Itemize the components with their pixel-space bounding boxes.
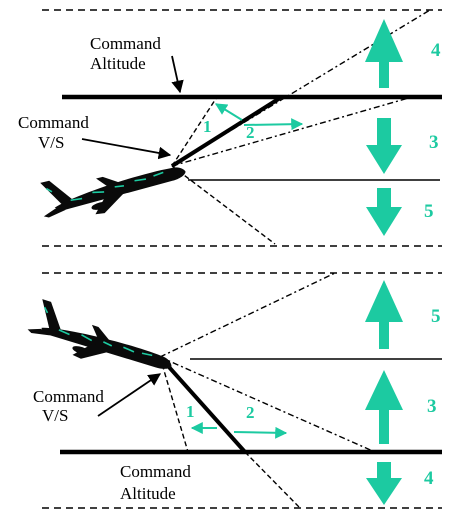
arrow-1-label: 1 (186, 402, 195, 421)
arrow-down-icon (366, 118, 402, 174)
command-vs-label: V/S (42, 406, 69, 425)
vs-callout-arrow (97, 373, 162, 417)
command-altitude-label: Altitude (120, 484, 176, 503)
arrow-2-label: 2 (246, 123, 255, 142)
region-label-4: 4 (431, 40, 441, 61)
command-vs-label: Command (33, 387, 104, 406)
region-label-4: 4 (424, 468, 434, 489)
vs-callout-arrow (81, 138, 172, 160)
envelope-lines (159, 272, 376, 509)
command-vs-label: V/S (38, 133, 65, 152)
command-vs-line (170, 96, 282, 168)
arrow-up-icon (365, 280, 403, 349)
arrow-1 (214, 103, 243, 121)
arrow-up-icon (365, 370, 403, 444)
envelope-lines (171, 9, 431, 245)
command-altitude-label: Command (90, 34, 161, 53)
command-altitude-label: Altitude (90, 54, 146, 73)
command-altitude-label: Command (120, 462, 191, 481)
arrow-2-label: 2 (246, 403, 255, 422)
altitude-callout-arrow (171, 55, 184, 94)
region-label-3: 3 (429, 132, 439, 153)
arrow-down-icon (366, 188, 402, 236)
airplane-icon (27, 299, 172, 369)
arrow-up-icon (365, 19, 403, 88)
top-panel (40, 9, 442, 247)
airplane-icon (40, 167, 186, 218)
command-vs-label: Command (18, 113, 89, 132)
region-label-5: 5 (431, 306, 441, 327)
arrow-down-icon (366, 462, 402, 505)
region-label-3: 3 (427, 396, 437, 417)
arrow-1-label: 1 (203, 117, 212, 136)
arrow-2 (243, 118, 304, 131)
bottom-panel (27, 272, 442, 509)
arrow-2 (233, 426, 288, 439)
command-vs-line (158, 355, 247, 454)
region-label-5: 5 (424, 201, 434, 222)
